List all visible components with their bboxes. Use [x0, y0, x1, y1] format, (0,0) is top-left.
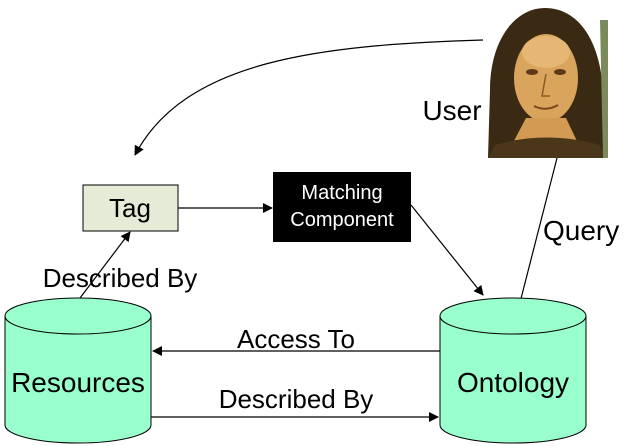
described-by-resources-label: Described By — [219, 384, 374, 414]
matching-to-ontology-arrow — [410, 204, 484, 296]
user-portrait-image — [480, 3, 608, 158]
resources-label: Resources — [11, 367, 145, 398]
user-to-tag-arrow — [134, 39, 484, 156]
user-label: User — [422, 95, 481, 126]
matching-label-line1: Matching — [301, 182, 382, 204]
described-by-tag-label: Described By — [43, 263, 198, 293]
query-label: Query — [543, 215, 619, 246]
matching-component-node — [273, 172, 411, 242]
tag-label: Tag — [109, 193, 151, 223]
ontology-label: Ontology — [457, 367, 569, 398]
ontology-database — [439, 297, 587, 444]
access-to-label: Access To — [237, 324, 355, 354]
tag-node — [82, 184, 179, 232]
resources-to-tag-arrow — [79, 231, 131, 299]
resources-database — [4, 297, 152, 444]
matching-label-line2: Component — [290, 209, 394, 231]
query-arrow — [512, 157, 558, 323]
